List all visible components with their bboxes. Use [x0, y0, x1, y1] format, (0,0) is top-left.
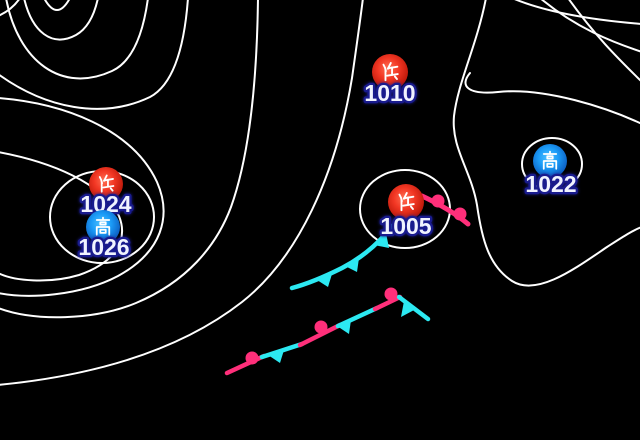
cold-front-triangle — [374, 233, 389, 248]
isobar-line — [0, 97, 165, 297]
warm-front — [419, 193, 471, 227]
low-kanji-icon — [382, 62, 399, 82]
pressure-marker-high-1022: 1022 — [523, 144, 579, 199]
stationary-front-semicircle — [314, 320, 328, 334]
low-kanji-icon — [98, 174, 115, 193]
pressure-value-label: 1010 — [364, 80, 415, 106]
isobars — [0, 0, 640, 386]
low-marker-circle — [388, 184, 424, 220]
low-marker-circle — [372, 54, 408, 90]
high-kanji-icon — [542, 150, 558, 170]
pressure-value-label: 1005 — [380, 213, 431, 239]
pressure-marker-low-1010: 1010 — [362, 54, 418, 108]
isobar-line — [44, 0, 70, 11]
low-marker-circle — [89, 167, 123, 201]
isobar-line — [0, 0, 364, 386]
warm-front-semicircle — [431, 194, 445, 208]
warm-front-semicircle — [453, 207, 467, 221]
cold-front-triangle — [317, 274, 332, 287]
stationary-front-semicircle — [384, 287, 398, 301]
isobar-line — [5, 0, 149, 80]
stationary-front-triangle — [337, 320, 351, 334]
isobar-line — [0, 0, 20, 17]
pressure-value-label: 1022 — [525, 171, 576, 197]
stationary-front-semicircle — [245, 351, 259, 365]
isobar-line — [0, 151, 124, 282]
isobar-line — [540, 0, 640, 53]
stationary-front-warm-segment — [372, 294, 403, 312]
isobar-line — [464, 72, 640, 125]
high-kanji-icon — [95, 216, 111, 236]
low-kanji-icon — [398, 192, 415, 212]
stationary-front-triangle — [401, 301, 416, 317]
isobar-line — [514, 0, 640, 25]
isobar-line — [568, 0, 640, 82]
stationary-front-warm-segment — [297, 322, 343, 348]
pressure-marker-low-1024: 1024 — [78, 167, 134, 219]
pressure-marker-low-1005: 1005 — [378, 184, 434, 241]
isobar-closed-high-east — [521, 137, 583, 191]
stationary-front-triangle — [268, 350, 284, 363]
cold-front — [289, 223, 395, 291]
isobar-line — [452, 0, 640, 287]
stationary-front — [224, 287, 431, 376]
warm-front-line — [419, 193, 471, 227]
isobar-line — [23, 0, 99, 41]
cold-front-triangle — [345, 258, 359, 272]
isobar-line — [0, 0, 189, 110]
isobar-line — [0, 0, 259, 319]
pressure-marker-high-1026: 1026 — [76, 210, 132, 262]
pressure-value-label: 1026 — [78, 234, 129, 260]
